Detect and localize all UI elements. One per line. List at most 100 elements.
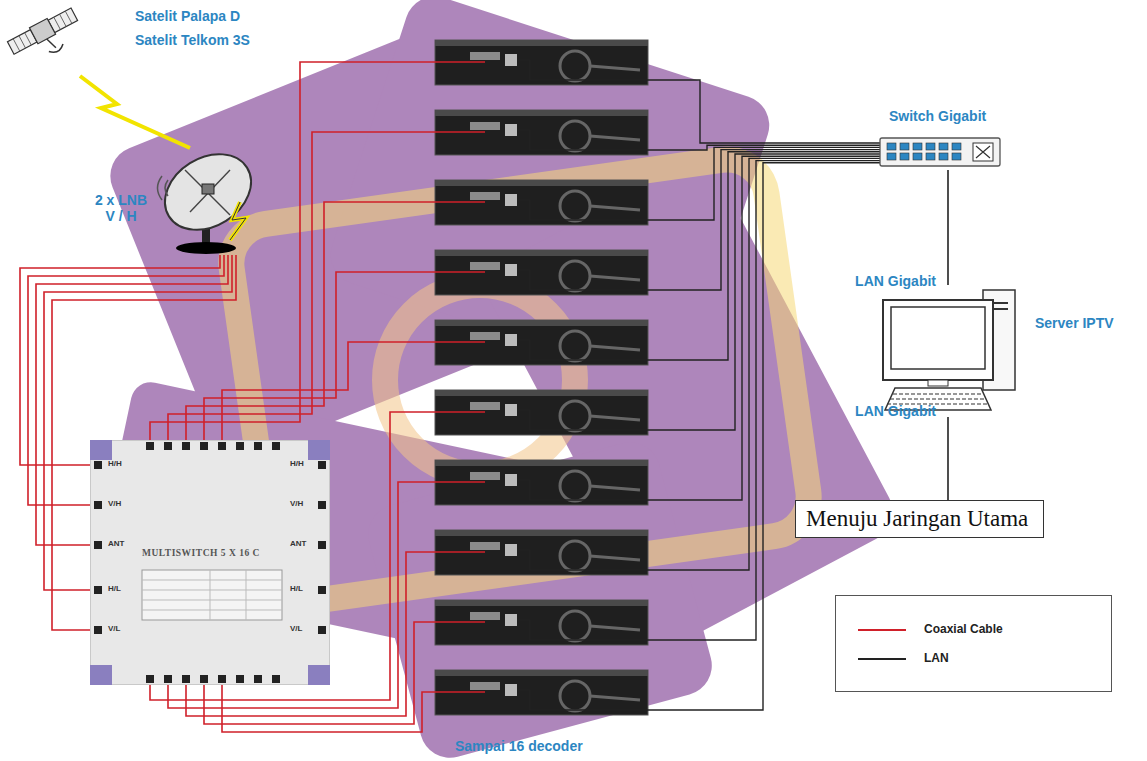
- lan-connector: [947, 417, 949, 500]
- power-cable: [560, 401, 590, 431]
- power-cable: [560, 51, 590, 81]
- node-text: Server IPTV: [1035, 315, 1114, 331]
- drawing-part: [49, 44, 65, 55]
- lan-wire: [517, 150, 880, 290]
- power-cable: [560, 331, 590, 361]
- node-illustration: [90, 440, 330, 685]
- power-cable: [560, 681, 590, 711]
- decoder-top: [435, 110, 648, 116]
- output-port: [272, 675, 280, 683]
- lan-connector: [947, 170, 949, 285]
- decoder-top: [435, 180, 648, 186]
- power-cable: [590, 486, 640, 490]
- drawing-part: [13, 39, 20, 51]
- switch-port: [900, 143, 909, 150]
- decoder-lan-port: [505, 264, 517, 276]
- node-text: Satelit Telkom 3S: [135, 32, 250, 48]
- drawing-part: [19, 36, 26, 48]
- drawing-part: [142, 580, 282, 581]
- input-port: [94, 461, 102, 469]
- output-port: [272, 442, 280, 450]
- multiswitch-body: [90, 440, 330, 685]
- decoder-top: [435, 600, 648, 606]
- monitor-stand: [928, 380, 948, 386]
- output-port: [254, 442, 262, 450]
- spec-table: [142, 570, 282, 620]
- output-port: [218, 675, 226, 683]
- switch-port: [887, 153, 896, 160]
- signal-link: [80, 76, 190, 148]
- drawing-part: [246, 570, 247, 620]
- decoder-plate: [470, 402, 500, 410]
- coax-connector: [20, 255, 220, 465]
- decoder-top: [435, 250, 648, 256]
- loop-port: [318, 626, 326, 634]
- decoder-plate: [470, 332, 500, 340]
- port-label: V/L: [108, 624, 120, 633]
- switch-port: [939, 143, 948, 150]
- power-cable: [590, 136, 640, 140]
- power-cable: [560, 541, 590, 571]
- power-cable: [590, 696, 640, 700]
- footer-label: Sampai 16 decoder: [455, 738, 583, 754]
- satellite-icon: [7, 6, 87, 70]
- loop-port: [318, 501, 326, 509]
- drawing-part: [976, 146, 990, 158]
- drawing-part: [142, 600, 282, 601]
- output-port: [236, 675, 244, 683]
- switch-port: [913, 153, 922, 160]
- screen: [891, 307, 985, 369]
- power-cable: [590, 416, 640, 420]
- drawing-part: [65, 11, 72, 23]
- lan-wire: [517, 154, 880, 430]
- input-port: [94, 586, 102, 594]
- decoder-plate: [470, 52, 500, 60]
- power-cable: [560, 471, 590, 501]
- satellite-node: Satelit Palapa DSatelit Telkom 3S: [5, 2, 270, 76]
- output-port: [254, 675, 262, 683]
- power-cable: [590, 346, 640, 350]
- switch-port: [900, 153, 909, 160]
- edge-label: LAN Gigabit: [855, 403, 936, 419]
- output-port: [182, 442, 190, 450]
- power-cable: [560, 121, 590, 151]
- power-cable: [560, 261, 590, 291]
- switch-port: [926, 153, 935, 160]
- coax-wire: [222, 685, 485, 732]
- lan-sample: [858, 658, 906, 660]
- decoder-lan-port: [505, 124, 517, 136]
- drawing-part: [47, 37, 56, 49]
- dish-base: [176, 242, 236, 254]
- multiswitch-node: MULTISWITCH 5 X 16 C: [90, 440, 330, 685]
- legend-samples: [836, 596, 1111, 691]
- decoder-top: [435, 460, 648, 466]
- switch-symbol: [973, 143, 993, 161]
- decoder-lan-port: [505, 474, 517, 486]
- power-cable: [590, 206, 640, 210]
- output-port: [164, 675, 172, 683]
- lan-wire: [517, 161, 880, 640]
- switch-port: [952, 153, 961, 160]
- output-port: [200, 675, 208, 683]
- decoder-top: [435, 530, 648, 536]
- decoder-top: [435, 40, 648, 46]
- decoder-top: [435, 320, 648, 326]
- decoder-plate: [470, 542, 500, 550]
- port-label: H/L: [108, 584, 121, 593]
- power-cable: [560, 191, 590, 221]
- port-label: H/H: [108, 459, 122, 468]
- node-illustration: [873, 285, 1128, 417]
- power-cable: [560, 611, 590, 641]
- multiswitch-corner: [308, 665, 330, 685]
- decoder-plate: [470, 472, 500, 480]
- server-node: Server IPTV: [873, 285, 1128, 417]
- switch-node: Switch Gigabit: [875, 102, 1010, 170]
- decoder-lan-port: [505, 544, 517, 556]
- output-port: [146, 675, 154, 683]
- decoder-lan-port: [505, 614, 517, 626]
- port-label: ANT: [290, 539, 306, 548]
- output-port: [164, 442, 172, 450]
- decoder-lan-port: [505, 404, 517, 416]
- lan-wire: [517, 152, 880, 360]
